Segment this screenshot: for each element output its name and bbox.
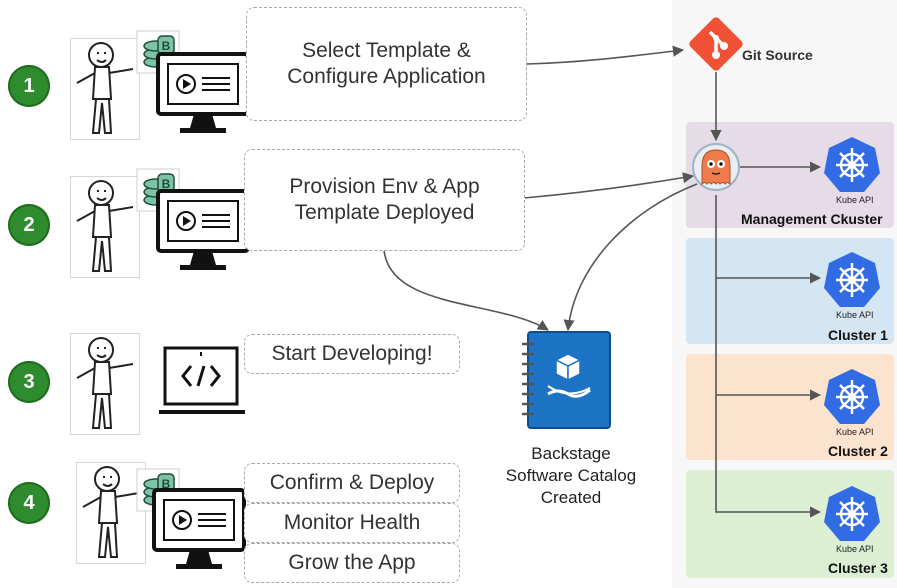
step-3-text-box: Start Developing!	[244, 334, 460, 374]
monitor-icon	[152, 488, 246, 577]
monitor-health-box: Monitor Health	[244, 503, 460, 543]
kube-api-label: Kube API	[836, 427, 874, 437]
step-1-badge: 1	[8, 65, 50, 107]
kube-api-label: Kube API	[836, 195, 874, 205]
kubernetes-icon	[822, 483, 882, 548]
developer-figure-3	[70, 333, 140, 435]
kube-api-label: Kube API	[836, 544, 874, 554]
management-cluster-label: Management Ckuster	[741, 211, 883, 227]
developer-figure-1	[70, 38, 140, 140]
arrow-step2-to-argo	[523, 172, 695, 199]
cluster-2-label: Cluster 2	[828, 443, 888, 459]
step-1-text-box: Select Template & Configure Application	[246, 7, 527, 121]
kube-api-label: Kube API	[836, 310, 874, 320]
step-3-badge: 3	[8, 361, 50, 403]
arrow-to-cluster3	[715, 195, 822, 518]
git-source-label: Git Source	[742, 47, 813, 63]
svg-text:B: B	[162, 39, 171, 53]
catalog-book-icon	[514, 330, 618, 439]
grow-app-box: Grow the App	[244, 543, 460, 583]
step-2-badge: 2	[8, 204, 50, 246]
cluster-1-label: Cluster 1	[828, 327, 888, 343]
confirm-deploy-box: Confirm & Deploy	[244, 463, 460, 503]
kubernetes-icon	[822, 134, 882, 199]
catalog-label: Backstage Software Catalog Created	[505, 444, 637, 508]
monitor-icon	[156, 189, 250, 278]
git-icon	[686, 14, 746, 79]
kubernetes-icon	[822, 366, 882, 431]
arrow-step2-to-catalog	[383, 249, 549, 331]
svg-text:B: B	[162, 477, 171, 491]
developer-figure-4	[76, 462, 146, 564]
argo-cd-icon	[691, 142, 741, 201]
step-4-badge: 4	[8, 482, 50, 524]
cluster-3-label: Cluster 3	[828, 560, 888, 576]
kubernetes-icon	[822, 249, 882, 314]
svg-text:B: B	[162, 177, 171, 191]
arrow-argo-to-catalog	[563, 183, 698, 332]
arrow-step1-to-git	[526, 45, 685, 65]
step-2-text-box: Provision Env & App Template Deployed	[244, 149, 525, 251]
developer-figure-2	[70, 176, 140, 278]
monitor-icon	[156, 52, 250, 141]
laptop-code-icon	[157, 346, 247, 427]
